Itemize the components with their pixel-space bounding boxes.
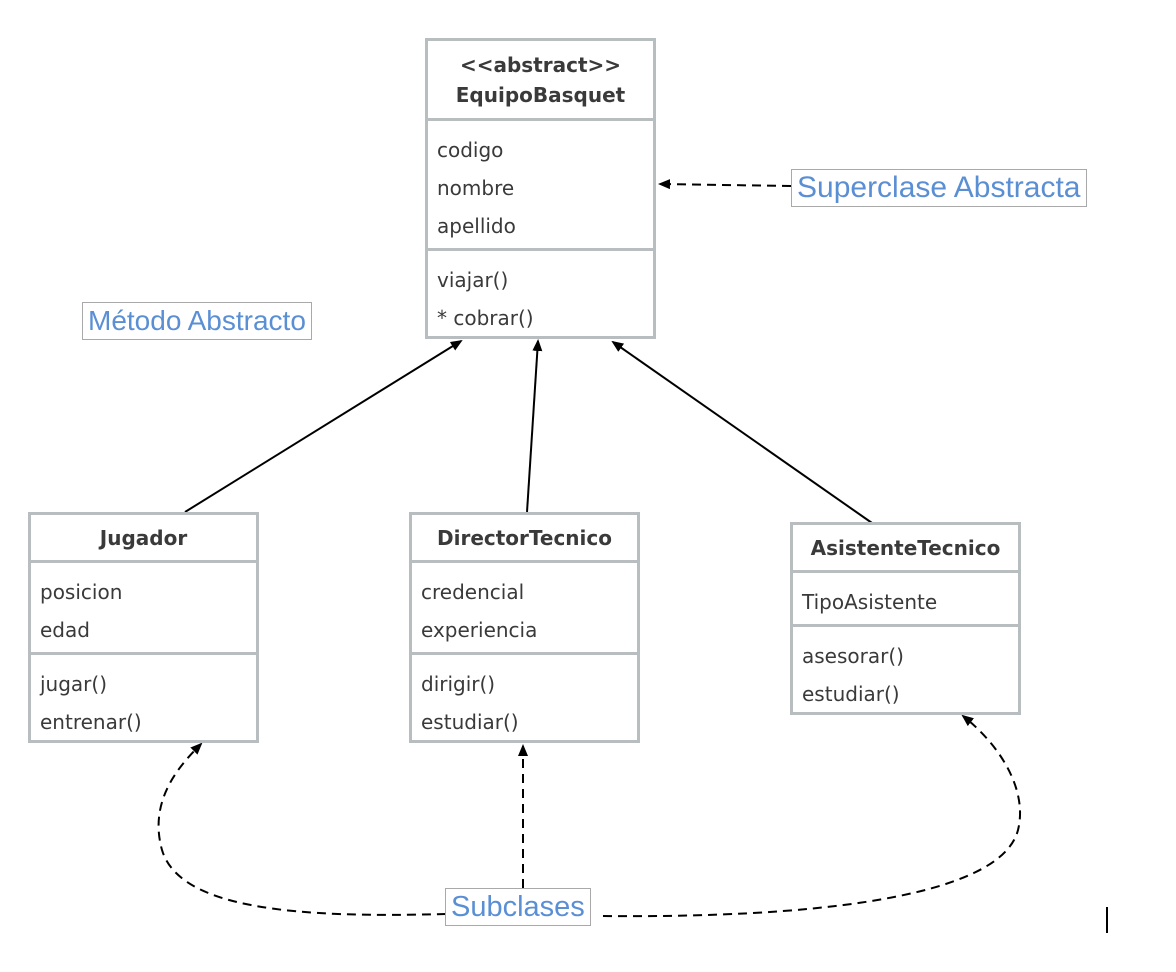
attribute-experiencia: experiencia	[421, 618, 538, 642]
class-jugador: Jugador posicion edad jugar() entrenar()	[28, 512, 259, 743]
method-estudiar: estudiar()	[421, 710, 519, 734]
class-header: DirectorTecnico	[412, 515, 637, 563]
method-asesorar: asesorar()	[802, 644, 904, 668]
method-viajar: viajar()	[437, 268, 509, 292]
class-name: AsistenteTecnico	[810, 535, 1001, 560]
class-header: Jugador	[31, 515, 256, 563]
inheritance-arrow-asistente	[611, 340, 873, 524]
method-estudiar: estudiar()	[802, 682, 900, 706]
class-methods: jugar() entrenar()	[31, 655, 256, 741]
attribute-credencial: credencial	[421, 580, 525, 604]
attribute-nombre: nombre	[437, 176, 515, 200]
method-cobrar: * cobrar()	[437, 306, 534, 330]
method-entrenar: entrenar()	[40, 710, 142, 734]
class-methods: asesorar() estudiar()	[793, 627, 1018, 713]
subclases-pointer-asistente	[602, 714, 1021, 918]
class-directortecnico: DirectorTecnico credencial experiencia d…	[409, 512, 640, 743]
text-cursor	[1106, 907, 1108, 933]
subclases-pointer-jugador	[157, 742, 447, 916]
class-methods: dirigir() estudiar()	[412, 655, 637, 741]
class-name: DirectorTecnico	[437, 525, 612, 550]
inheritance-arrow-director	[526, 339, 543, 513]
class-stereotype: <<abstract>>	[459, 52, 622, 77]
attribute-apellido: apellido	[437, 214, 516, 238]
note-subclases: Subclases	[445, 888, 591, 926]
method-dirigir: dirigir()	[421, 672, 496, 696]
class-header: <<abstract>> EquipoBasquet	[428, 41, 653, 121]
note-metodo-abstracto: Método Abstracto	[82, 302, 312, 340]
note-superclase-abstracta: Superclase Abstracta	[791, 169, 1087, 207]
superclase-pointer-arrow	[658, 179, 792, 190]
class-attributes: codigo nombre apellido	[428, 121, 653, 251]
attribute-tipoasistente: TipoAsistente	[802, 590, 938, 614]
attribute-posicion: posicion	[40, 580, 123, 604]
class-asistentetecnico: AsistenteTecnico TipoAsistente asesorar(…	[790, 522, 1021, 715]
class-attributes: posicion edad	[31, 563, 256, 655]
class-methods: viajar() * cobrar()	[428, 251, 653, 337]
attribute-codigo: codigo	[437, 138, 504, 162]
class-name: Jugador	[99, 525, 188, 550]
class-attributes: TipoAsistente	[793, 573, 1018, 627]
method-jugar: jugar()	[40, 672, 108, 696]
class-name: EquipoBasquet	[455, 82, 626, 107]
class-attributes: credencial experiencia	[412, 563, 637, 655]
attribute-edad: edad	[40, 618, 90, 642]
inheritance-arrow-jugador	[184, 339, 463, 513]
class-header: AsistenteTecnico	[793, 525, 1018, 573]
class-equipobasquet: <<abstract>> EquipoBasquet codigo nombre…	[425, 38, 656, 339]
